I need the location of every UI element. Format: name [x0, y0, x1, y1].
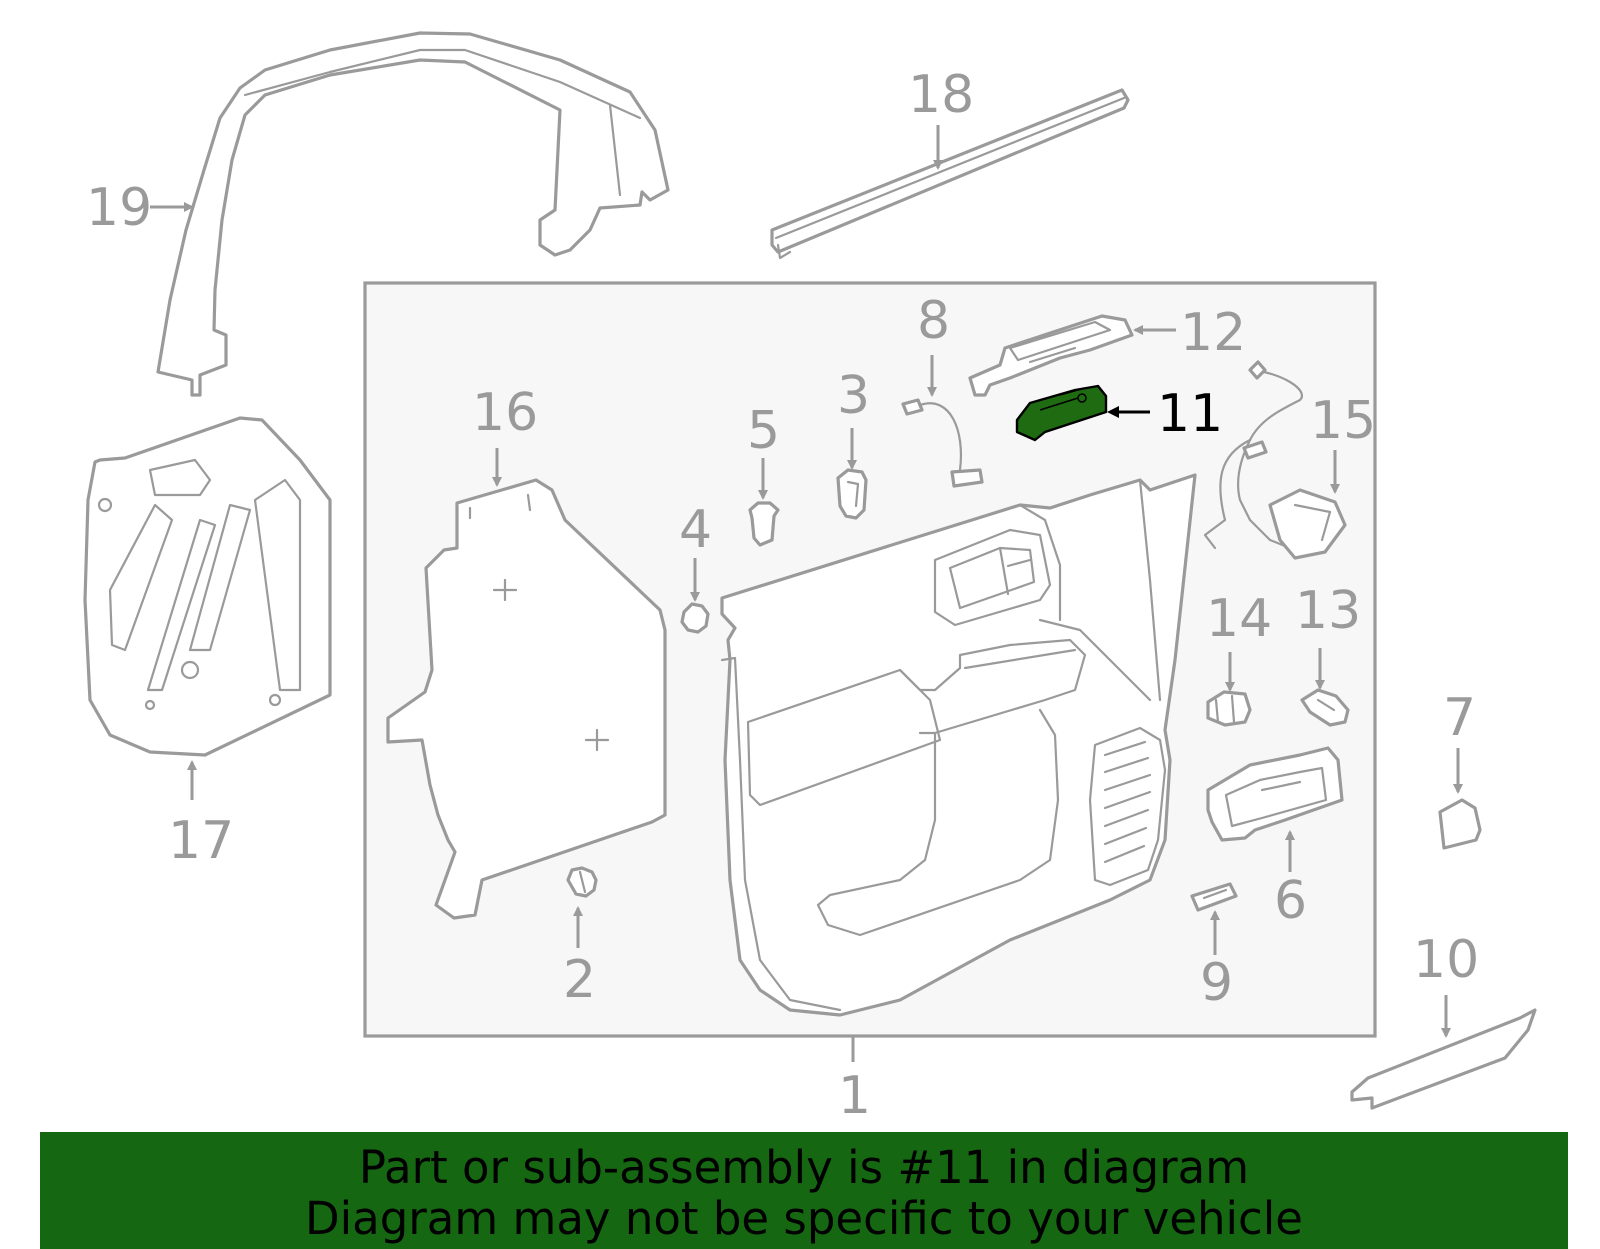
part-7-cap[interactable]	[1438, 798, 1482, 850]
callout-11: 11	[1157, 384, 1223, 444]
callout-7: 7	[1443, 688, 1476, 748]
callout-5: 5	[747, 401, 780, 461]
callout-3: 3	[837, 366, 870, 426]
callout-4: 4	[679, 500, 712, 560]
callout-12: 12	[1180, 303, 1246, 363]
callout-16: 16	[472, 383, 538, 443]
callout-9: 9	[1200, 953, 1233, 1013]
callout-10: 10	[1413, 930, 1479, 990]
part-18-weatherstrip[interactable]	[770, 88, 1130, 260]
callout-15: 15	[1310, 391, 1376, 451]
notice-banner: Part or sub-assembly is #11 in diagram D…	[40, 1132, 1568, 1249]
part-10-belt-molding[interactable]	[1350, 1008, 1537, 1110]
banner-line-1: Part or sub-assembly is #11 in diagram	[358, 1141, 1250, 1194]
part-4-nut[interactable]	[680, 602, 710, 634]
callout-17: 17	[168, 811, 234, 871]
part-15-harness[interactable]	[1203, 360, 1347, 560]
part-3-clip[interactable]	[836, 468, 868, 520]
part-2-push-pin[interactable]	[566, 866, 598, 898]
banner-line-2: Diagram may not be specific to your vehi…	[305, 1192, 1303, 1245]
callout-13: 13	[1295, 581, 1361, 641]
part-12-switch-bezel[interactable]	[968, 314, 1134, 397]
callout-2: 2	[563, 950, 596, 1010]
part-8-wire-harness[interactable]	[901, 398, 984, 488]
part-19-frame-molding[interactable]	[156, 31, 670, 397]
callout-6: 6	[1274, 871, 1307, 931]
part-16-water-deflector[interactable]	[386, 478, 667, 920]
part-14-connector[interactable]	[1206, 690, 1252, 727]
part-1-door-trim-panel[interactable]	[720, 473, 1197, 1017]
part-17-door-module[interactable]	[83, 416, 332, 757]
callout-1: 1	[838, 1066, 871, 1126]
callout-19: 19	[86, 178, 152, 238]
callout-14: 14	[1206, 589, 1272, 649]
part-6-inside-handle[interactable]	[1206, 746, 1344, 842]
callout-18: 18	[908, 65, 974, 125]
part-9-bezel[interactable]	[1190, 882, 1238, 912]
callout-8: 8	[917, 291, 950, 351]
part-13-clip[interactable]	[1300, 688, 1350, 727]
part-5-grommet[interactable]	[748, 501, 780, 547]
part-11-window-switch[interactable]	[1015, 384, 1108, 442]
